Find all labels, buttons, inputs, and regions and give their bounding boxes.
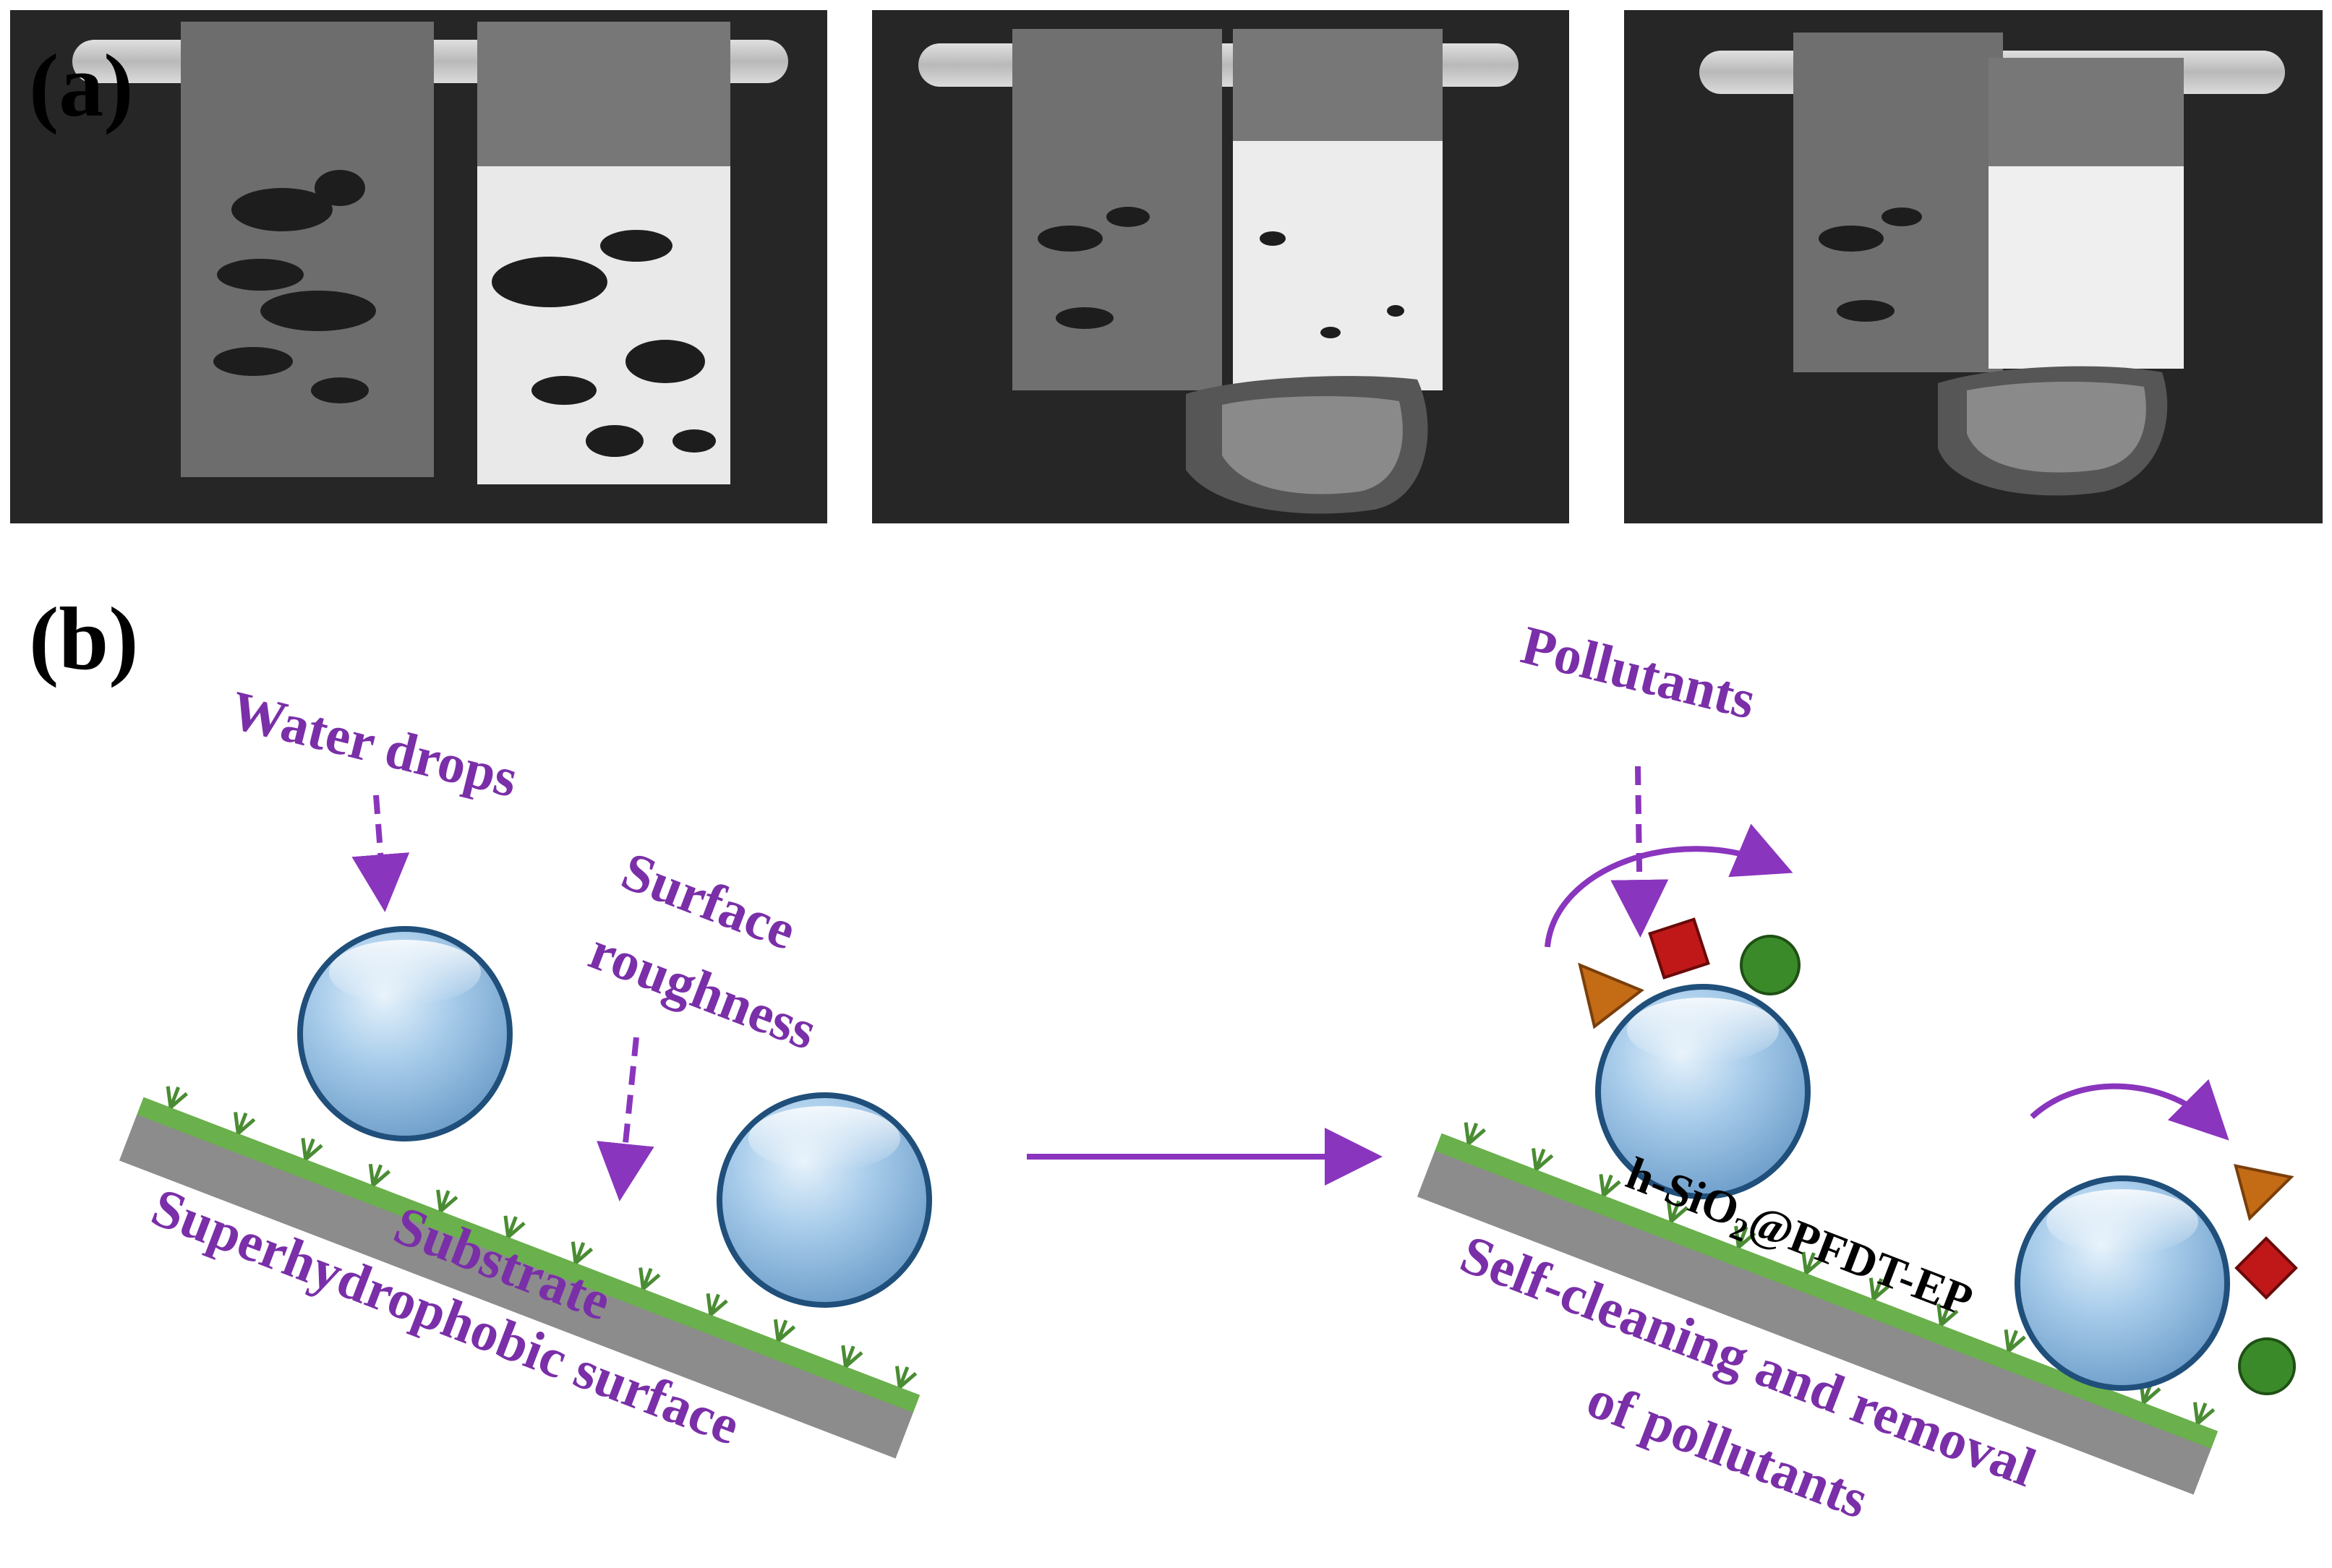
lower-curved-arrow bbox=[2030, 1079, 2229, 1141]
water-drops-dashed-arrow bbox=[351, 794, 410, 912]
right-schematic: Pollutants h-SiO2@PFDT-EP Self-cleaning … bbox=[1417, 614, 2298, 1530]
water-drops-label: Water drops bbox=[225, 680, 524, 809]
right-water-drop-1 bbox=[1595, 984, 1811, 1199]
left-grass-layer bbox=[137, 1097, 921, 1413]
photo-3 bbox=[1624, 10, 2323, 523]
pollutants-label: Pollutants bbox=[1516, 614, 1761, 731]
upper-curved-arrow bbox=[1545, 823, 1793, 948]
pollutant-triangle-lower bbox=[2234, 1164, 2294, 1221]
pollutant-circle-lower bbox=[2238, 1337, 2296, 1395]
photo-1: (a) bbox=[10, 10, 827, 523]
left-schematic: Water drops Surface roughness Substrate … bbox=[119, 680, 932, 1459]
left-water-drop-1 bbox=[297, 926, 513, 1141]
right-substrate-bar bbox=[1417, 1149, 2212, 1495]
right-grass-layer bbox=[1435, 1133, 2218, 1449]
left-inclined-surface bbox=[119, 1086, 921, 1459]
pollutant-square-upper bbox=[1648, 917, 1710, 980]
panel-b-label: (b) bbox=[29, 589, 139, 688]
panel-b: (b) bbox=[29, 589, 2298, 1530]
pollutant-triangle-upper bbox=[1578, 962, 1644, 1029]
pollutant-square-lower bbox=[2234, 1236, 2298, 1300]
panel-a-label: (a) bbox=[29, 36, 134, 135]
pollutants-dashed-arrow bbox=[1610, 766, 1669, 938]
photo-2 bbox=[872, 10, 1569, 523]
left-water-drop-2 bbox=[717, 1092, 932, 1308]
left-roughness-spikes bbox=[166, 1086, 918, 1389]
panel-a: (a) bbox=[10, 10, 2323, 523]
pollutant-circle-upper bbox=[1740, 935, 1801, 995]
left-substrate-bar bbox=[119, 1113, 914, 1459]
roughness-dashed-arrow bbox=[597, 1037, 654, 1201]
right-water-drop-2 bbox=[2015, 1175, 2230, 1391]
